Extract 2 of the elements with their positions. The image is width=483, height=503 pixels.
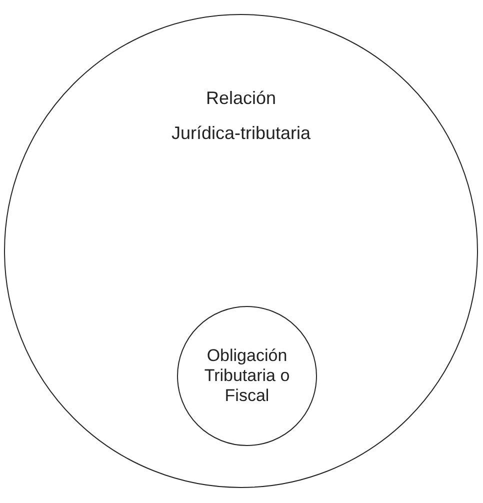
node-label: Obligación Tributaria o Fiscal <box>203 346 291 406</box>
node-label: Relación Jurídica-tributaria <box>170 87 312 145</box>
